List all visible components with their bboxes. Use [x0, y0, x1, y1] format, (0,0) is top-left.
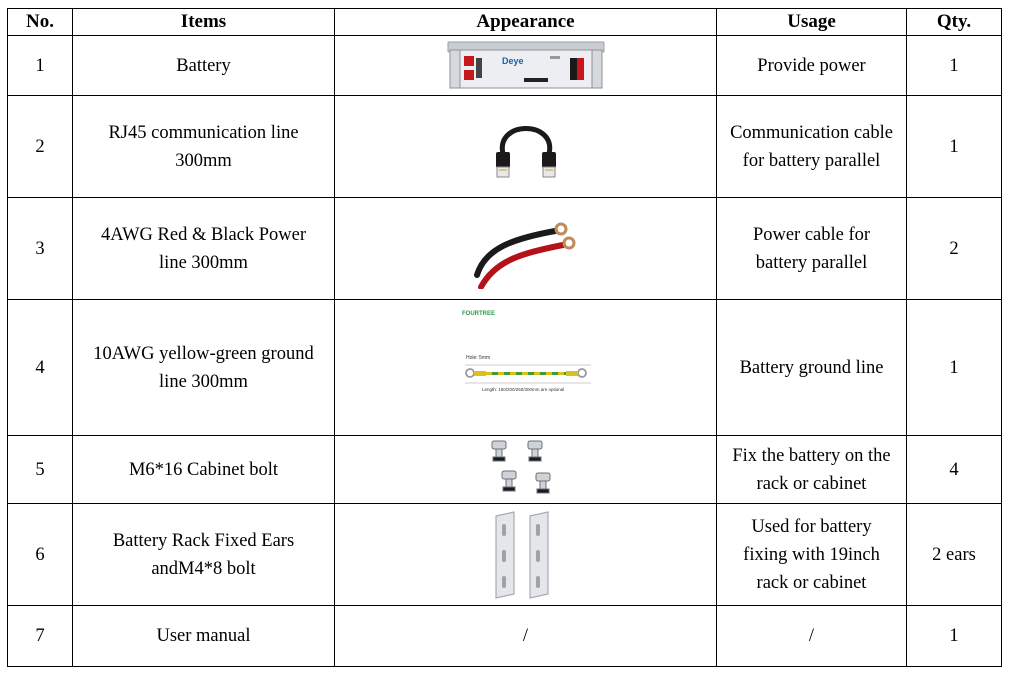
table-row: 1 Battery Deye Provide po [7, 35, 1002, 96]
appearance-cell: Deye [334, 35, 717, 96]
table-row: 7 User manual / / 1 [7, 605, 1002, 667]
power-cables-image [473, 222, 575, 289]
row-number: 7 [7, 605, 73, 667]
appearance-cell [334, 503, 717, 606]
appearance-cell [334, 197, 717, 300]
appearance-cell: / [334, 605, 717, 667]
header-qty: Qty. [906, 8, 1002, 36]
quantity: 2 ears [906, 503, 1002, 606]
packing-list-table: No. Items Appearance Usage Qty. 1 Batter… [7, 8, 1002, 667]
header-no: No. [7, 8, 73, 36]
ground-brand-label: FOURTREE [462, 311, 495, 317]
appearance-cell: FOURTREE Hole: 5mm Length: 150/200/250/3… [334, 299, 717, 436]
rj45-cable-image [495, 125, 556, 177]
rack-ears-image [494, 510, 549, 599]
quantity: 1 [906, 299, 1002, 436]
usage-text: / [716, 605, 907, 667]
ground-length-label: Length: 150/200/250/300mm are optional [482, 387, 564, 392]
header-usage: Usage [716, 8, 907, 36]
table-row: 5 M6*16 Cabinet bolt Fix the battery on … [7, 435, 1002, 504]
battery-brand-label: Deye [502, 56, 524, 66]
quantity: 2 [906, 197, 1002, 300]
bolts-image [491, 440, 550, 493]
battery-image: Deye [447, 41, 604, 88]
usage-text: Provide power [716, 35, 907, 96]
row-number: 5 [7, 435, 73, 504]
row-number: 2 [7, 95, 73, 198]
appearance-cell [334, 95, 717, 198]
quantity: 1 [906, 605, 1002, 667]
header-items: Items [72, 8, 335, 36]
row-number: 1 [7, 35, 73, 96]
header-row: No. Items Appearance Usage Qty. [7, 8, 1002, 36]
ground-cable-image: FOURTREE Hole: 5mm Length: 150/200/250/3… [462, 311, 591, 392]
row-number: 6 [7, 503, 73, 606]
item-name: User manual [72, 605, 335, 667]
ground-hole-label: Hole: 5mm [466, 355, 490, 361]
item-name: Battery [72, 35, 335, 96]
quantity: 1 [906, 35, 1002, 96]
appearance-cell [334, 435, 717, 504]
quantity: 4 [906, 435, 1002, 504]
item-name: M6*16 Cabinet bolt [72, 435, 335, 504]
quantity: 1 [906, 95, 1002, 198]
header-appearance: Appearance [334, 8, 717, 36]
row-number: 4 [7, 299, 73, 436]
row-number: 3 [7, 197, 73, 300]
usage-text: Battery ground line [716, 299, 907, 436]
